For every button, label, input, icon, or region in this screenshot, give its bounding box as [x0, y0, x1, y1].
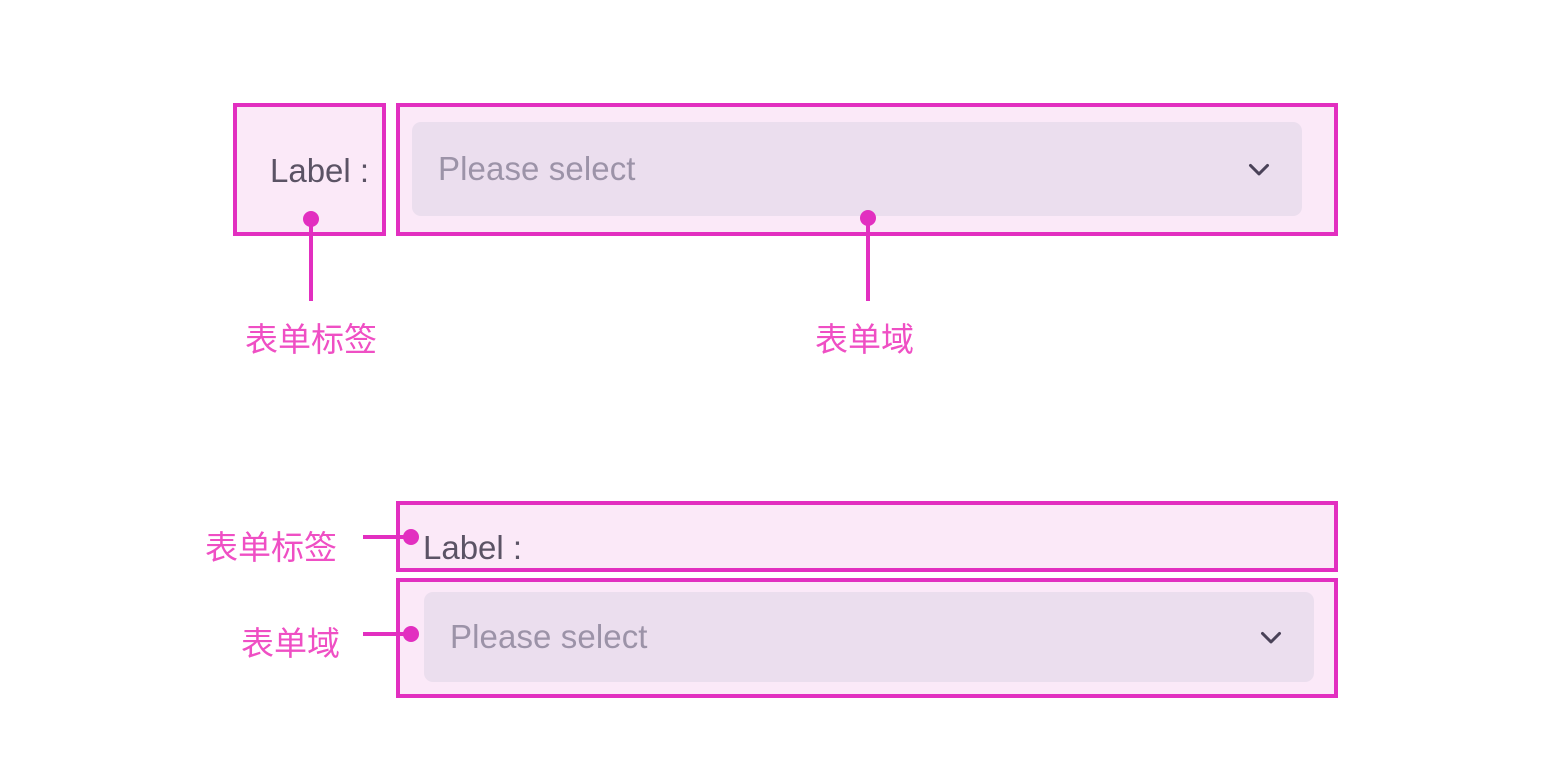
bottom-callout-label-form-field: 表单域 [241, 624, 340, 663]
bottom-select-placeholder: Please select [450, 618, 648, 655]
top-callout-label-form-label: 表单标签 [245, 320, 377, 359]
bottom-callout-line-form-label [363, 535, 408, 539]
bottom-callout-dot-form-field [403, 626, 419, 642]
top-select-control[interactable]: Please select [412, 122, 1302, 216]
bottom-callout-line-form-field [363, 632, 408, 636]
bottom-form-label-text: Label : [423, 529, 523, 566]
top-callout-line-form-field [866, 218, 870, 301]
top-form-label-text: Label : [270, 152, 370, 189]
bottom-form-label-box [396, 501, 1338, 572]
top-callout-line-form-label [309, 219, 313, 301]
chevron-down-icon[interactable] [1254, 620, 1288, 654]
top-select-placeholder: Please select [438, 150, 636, 187]
bottom-callout-dot-form-label [403, 529, 419, 545]
top-callout-label-form-field: 表单域 [815, 320, 914, 359]
bottom-select-control[interactable]: Please select [424, 592, 1314, 682]
bottom-callout-label-form-label: 表单标签 [205, 528, 337, 567]
chevron-down-icon[interactable] [1242, 152, 1276, 186]
